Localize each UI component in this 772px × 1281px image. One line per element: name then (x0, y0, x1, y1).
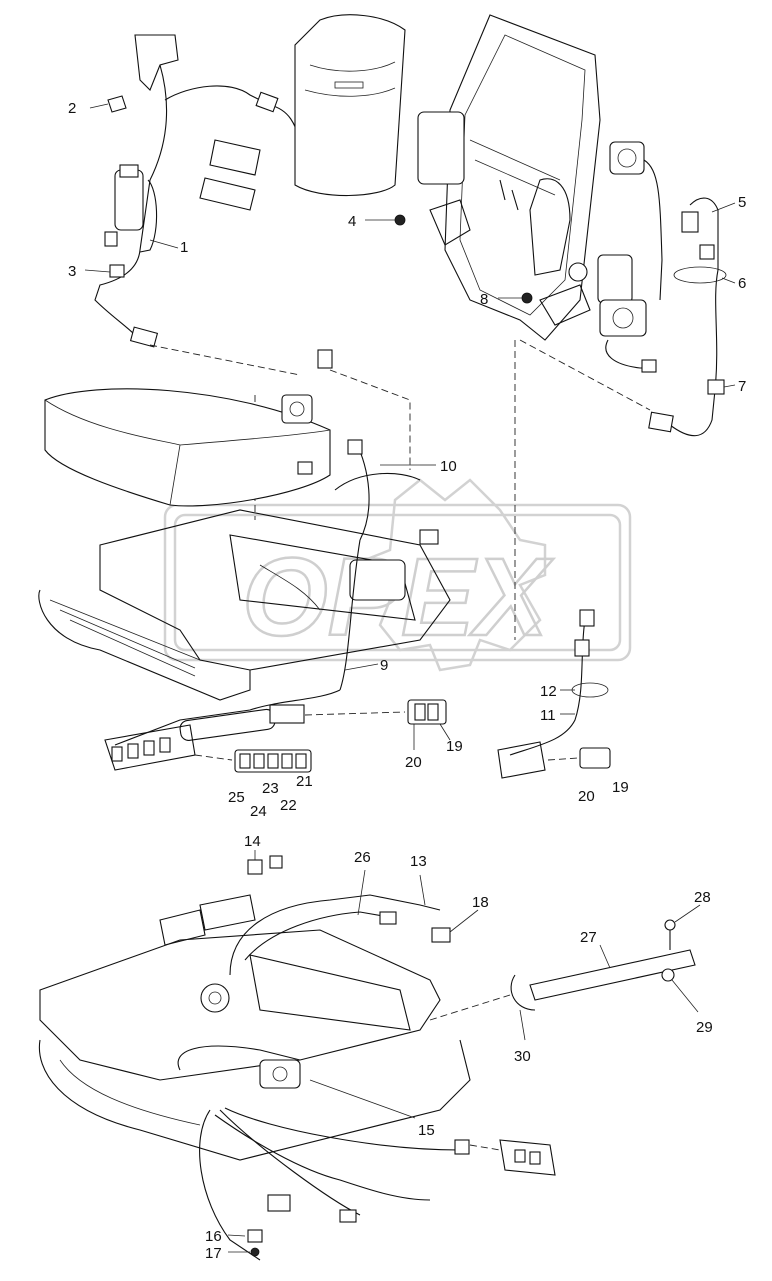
callout-9: 9 (380, 657, 388, 674)
callout-20b: 20 (578, 788, 595, 805)
seat-switch-harness (281, 349, 439, 545)
callout-20a: 20 (405, 754, 422, 771)
callout-1: 1 (180, 239, 188, 256)
callout-labels: 1 2 3 4 5 6 7 8 9 10 11 12 13 14 15 16 1… (68, 100, 746, 1262)
callout-25: 25 (228, 789, 245, 806)
callout-13: 13 (410, 853, 427, 870)
callout-23: 23 (262, 780, 279, 797)
callout-11: 11 (540, 707, 556, 724)
lumbar-motor-assembly (597, 141, 663, 373)
base-harness-lower (177, 1045, 556, 1261)
callout-27: 27 (580, 929, 597, 946)
base-harness-upper (229, 850, 479, 976)
seat-cushion (44, 388, 331, 507)
backrest-harness-right (648, 197, 736, 437)
callout-15: 15 (418, 1122, 435, 1139)
switch-set-left (194, 699, 451, 773)
callout-10: 10 (440, 458, 457, 475)
backrest-pad (199, 14, 406, 211)
callout-3: 3 (68, 263, 76, 280)
callout-29: 29 (696, 1019, 713, 1036)
callout-26: 26 (354, 849, 371, 866)
callout-18: 18 (472, 894, 489, 911)
callout-21: 21 (296, 773, 313, 790)
backrest-frame (365, 14, 601, 341)
callout-6: 6 (738, 275, 746, 292)
callout-28: 28 (694, 889, 711, 906)
backrest-harness-left (84, 34, 301, 348)
callout-19b: 19 (612, 779, 629, 796)
callout-19a: 19 (446, 738, 463, 755)
callout-2: 2 (68, 100, 76, 117)
callout-4: 4 (348, 213, 356, 230)
callout-8: 8 (480, 291, 488, 308)
seat-adjust-harness (104, 663, 379, 771)
seat-harness-right (497, 609, 611, 779)
callout-22: 22 (280, 797, 297, 814)
callout-12: 12 (540, 683, 557, 700)
callout-16: 16 (205, 1228, 222, 1245)
seat-frame-mid (38, 509, 451, 701)
callout-17: 17 (205, 1245, 222, 1262)
callout-5: 5 (738, 194, 746, 211)
callout-7: 7 (738, 378, 746, 395)
callout-14: 14 (244, 833, 261, 850)
callout-30: 30 (514, 1048, 531, 1065)
strap-assembly (429, 904, 701, 1041)
callout-24: 24 (250, 803, 267, 820)
seat-base-frame (38, 894, 471, 1161)
